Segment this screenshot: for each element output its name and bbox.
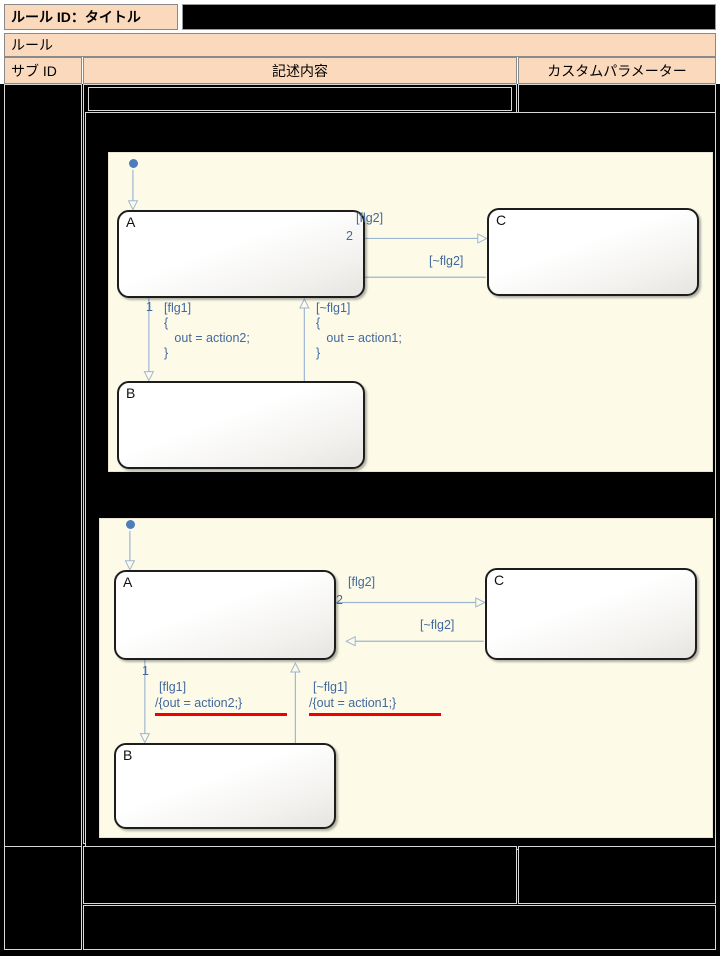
state-c[interactable]: C <box>485 568 697 660</box>
transition-label-c-to-a: [~flg2] <box>429 254 464 268</box>
column-header-sub-id: サブ ID <box>4 57 82 84</box>
transition-label-b-to-a-action: /{out = action1;} <box>309 696 397 710</box>
action-underline-b-to-a <box>309 713 441 716</box>
transition-order-a-to-b: 1 <box>146 300 153 314</box>
transition-label-a-to-c: [flg2] <box>356 211 384 225</box>
initial-state-dot <box>129 159 138 168</box>
transition-label-a-to-b-guard: [flg1] <box>159 680 187 694</box>
column-header-description: 記述内容 <box>83 57 517 84</box>
state-b[interactable]: B <box>114 743 336 829</box>
description-text-strip <box>88 87 512 111</box>
state-c-label: C <box>496 212 507 228</box>
transition-label-c-to-a: [~flg2] <box>420 618 455 632</box>
transition-label-b-to-a: [~flg1] { out = action1; } <box>316 301 402 360</box>
transition-order-a-to-c: 2 <box>336 593 343 607</box>
state-b[interactable]: B <box>117 381 365 469</box>
state-b-label: B <box>126 385 136 401</box>
transition-label-a-to-c: [flg2] <box>348 575 376 589</box>
state-diagram-2[interactable]: A B C [flg2] 2 [~flg2] 1 [flg1] /{out = … <box>99 518 713 838</box>
rule-id-title-value[interactable] <box>182 4 716 30</box>
transition-label-b-to-a-guard: [~flg1] <box>313 680 348 694</box>
rule-id-title-label: ルール ID：タイトル <box>4 4 178 30</box>
initial-state-dot <box>126 520 135 529</box>
diagram-2-connectors <box>100 530 712 746</box>
rule-section-label: ルール <box>4 33 716 57</box>
state-c-label: C <box>494 572 505 588</box>
sub-id-cell[interactable] <box>4 84 82 950</box>
state-a-label: A <box>126 214 136 230</box>
column-header-custom-parameter: カスタムパラメーター <box>518 57 716 84</box>
transition-label-a-to-b: [flg1] { out = action2; } <box>164 301 250 360</box>
action-underline-a-to-b <box>155 713 287 716</box>
state-a-label: A <box>123 574 133 590</box>
diagram-1-connectors <box>109 169 712 382</box>
state-a[interactable]: A <box>117 210 365 298</box>
transition-label-a-to-b-action: /{out = action2;} <box>155 696 243 710</box>
state-c[interactable]: C <box>487 208 699 296</box>
footer-custom-parameter-cell[interactable] <box>518 846 716 904</box>
transition-order-a-to-c: 2 <box>346 229 353 243</box>
state-b-label: B <box>123 747 133 763</box>
footer-sub-id-cell[interactable] <box>4 846 82 950</box>
transition-order-a-to-b: 1 <box>142 664 149 678</box>
footer-note-row[interactable] <box>83 905 716 950</box>
state-diagram-1[interactable]: A B C [flg2] 2 [~flg2] 1 [flg1] { out = … <box>108 152 713 472</box>
footer-description-cell[interactable] <box>83 846 517 904</box>
state-a[interactable]: A <box>114 570 336 660</box>
